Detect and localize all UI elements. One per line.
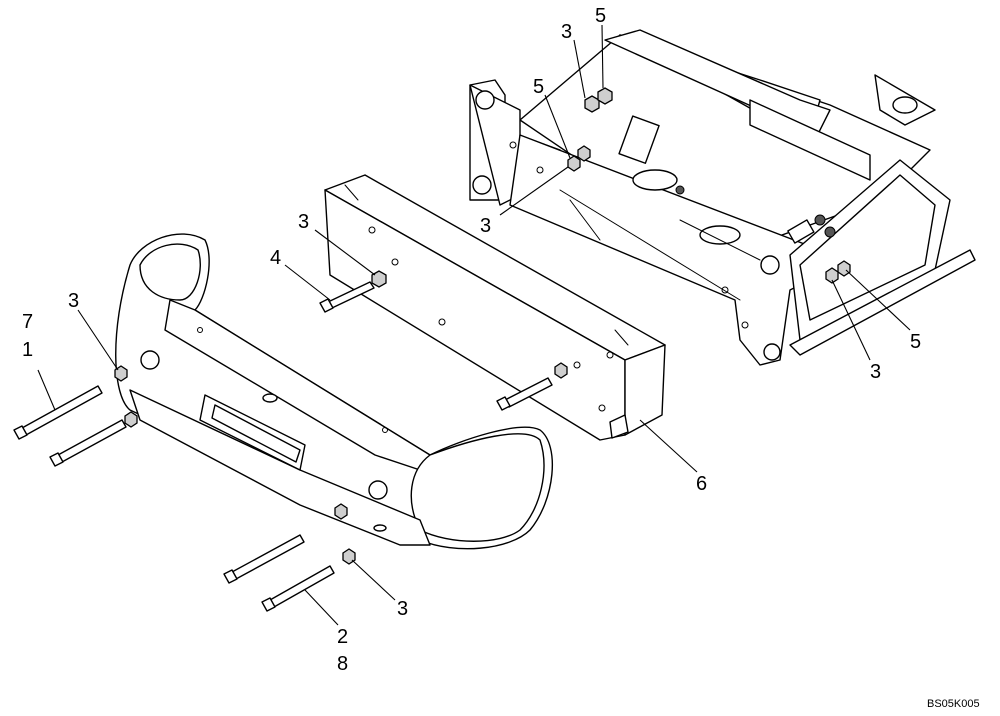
frame-nut-6 <box>825 267 839 284</box>
callout-3-weight: 3 <box>298 211 309 233</box>
weight-nut-left <box>371 270 387 288</box>
bumper-nut-bottom <box>334 503 348 520</box>
callout-5-frame-mid: 5 <box>533 76 544 98</box>
callout-3-frame-right: 3 <box>870 361 881 383</box>
callout-8: 8 <box>337 653 348 675</box>
bolt-2b <box>261 565 335 612</box>
frame-nut-1 <box>584 95 600 113</box>
front-bumper <box>114 233 553 550</box>
callout-2: 2 <box>337 626 348 648</box>
callout-3-frame-left: 3 <box>480 215 491 237</box>
callout-5-frame-top: 5 <box>595 5 606 27</box>
callout-1: 1 <box>22 339 33 361</box>
counterweight-block <box>324 174 666 441</box>
callout-5-frame-right: 5 <box>910 331 921 353</box>
bolt-7 <box>49 419 127 467</box>
frame-nut-2 <box>597 87 613 105</box>
drawing-code: BS05K005 <box>927 698 980 710</box>
callout-3-frame-top: 3 <box>561 21 572 43</box>
loose-nut-left <box>124 411 138 428</box>
frame-nut-5 <box>837 260 851 277</box>
callout-3-bottom-nut: 3 <box>397 598 408 620</box>
leader-lines <box>37 24 911 626</box>
weight-nut-right <box>554 362 568 379</box>
frame-nut-3 <box>567 155 581 172</box>
callout-4-bolt: 4 <box>270 247 281 269</box>
bolt-weight-lower <box>496 377 553 411</box>
callout-7: 7 <box>22 311 33 333</box>
bolt-2a <box>223 534 305 584</box>
bolt-4 <box>319 281 375 313</box>
bolt-1 <box>13 385 103 440</box>
chassis-frame <box>469 29 976 366</box>
frame-nut-4 <box>577 145 591 162</box>
callout-3-bumper-left: 3 <box>68 290 79 312</box>
callout-6: 6 <box>696 473 707 495</box>
